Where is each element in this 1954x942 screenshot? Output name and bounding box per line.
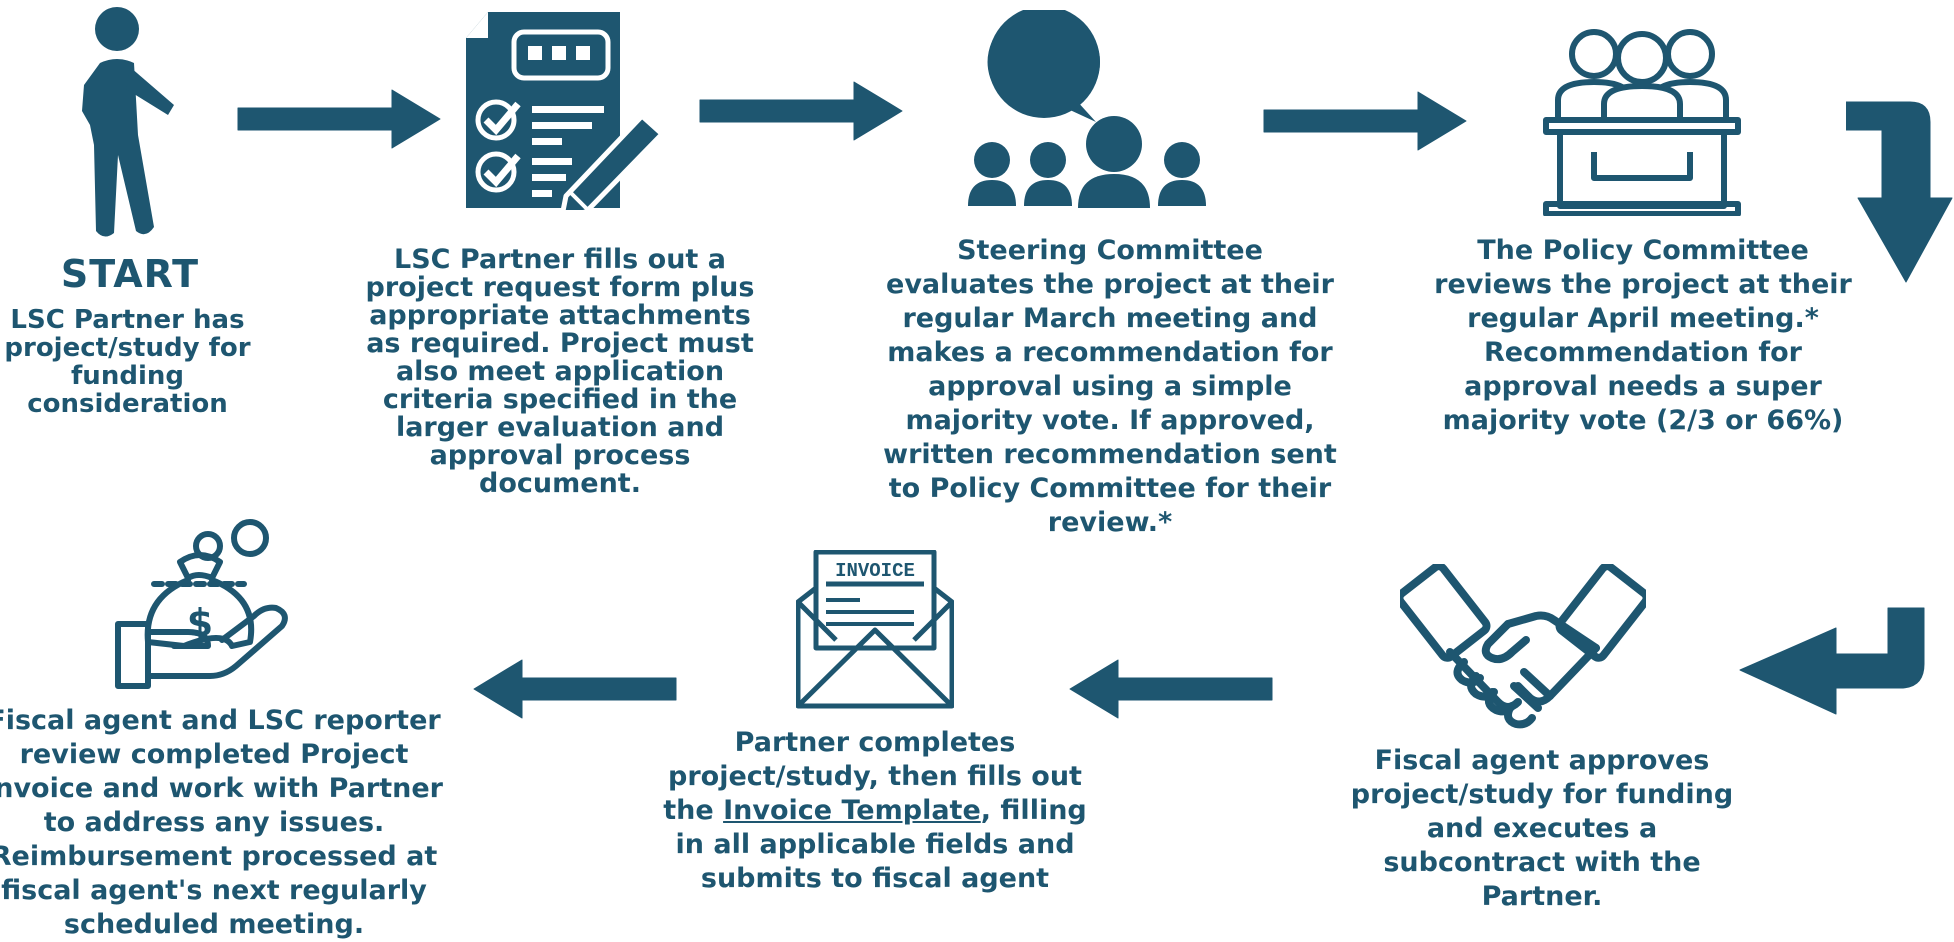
step-6-text: Fiscal agent and LSC reporter review com… <box>0 705 443 940</box>
step-3-text: The Policy Committee reviews the project… <box>1434 235 1852 436</box>
form-checklist-icon <box>466 12 666 210</box>
invoice-label: INVOICE <box>835 560 915 582</box>
arrow-right-icon <box>1258 90 1470 152</box>
arrow-right-icon <box>694 80 906 142</box>
arrow-right-icon <box>232 88 444 150</box>
arrow-turn-left-icon <box>1738 606 1926 720</box>
walking-person-icon <box>70 5 180 237</box>
arrow-left-icon <box>1066 658 1278 720</box>
step-2-text: Steering Committee evaluates the project… <box>883 235 1337 538</box>
arrow-left-icon <box>470 658 682 720</box>
money-bag-hand-icon: $ <box>114 518 290 690</box>
invoice-template-link[interactable]: Invoice Template <box>723 795 981 826</box>
start-title: START <box>60 252 200 296</box>
committee-discussion-icon <box>966 10 1212 210</box>
arrow-turn-down-icon <box>1846 98 1954 284</box>
step-5-text: Partner completes project/study, then fi… <box>660 726 1090 896</box>
start-description: LSC Partner has project/study for fundin… <box>4 305 251 419</box>
invoice-envelope-icon: INVOICE <box>796 550 954 710</box>
handshake-icon <box>1400 564 1646 732</box>
step-1-text: LSC Partner fills out a project request … <box>365 244 755 499</box>
step-4-text: Fiscal agent approves project/study for … <box>1350 745 1734 912</box>
step-5-text-end: , filling in all applicable fields and s… <box>675 795 1087 894</box>
step-5-text-start: Partner completes project/study, then fi… <box>663 727 1082 826</box>
committee-podium-icon <box>1542 28 1742 216</box>
